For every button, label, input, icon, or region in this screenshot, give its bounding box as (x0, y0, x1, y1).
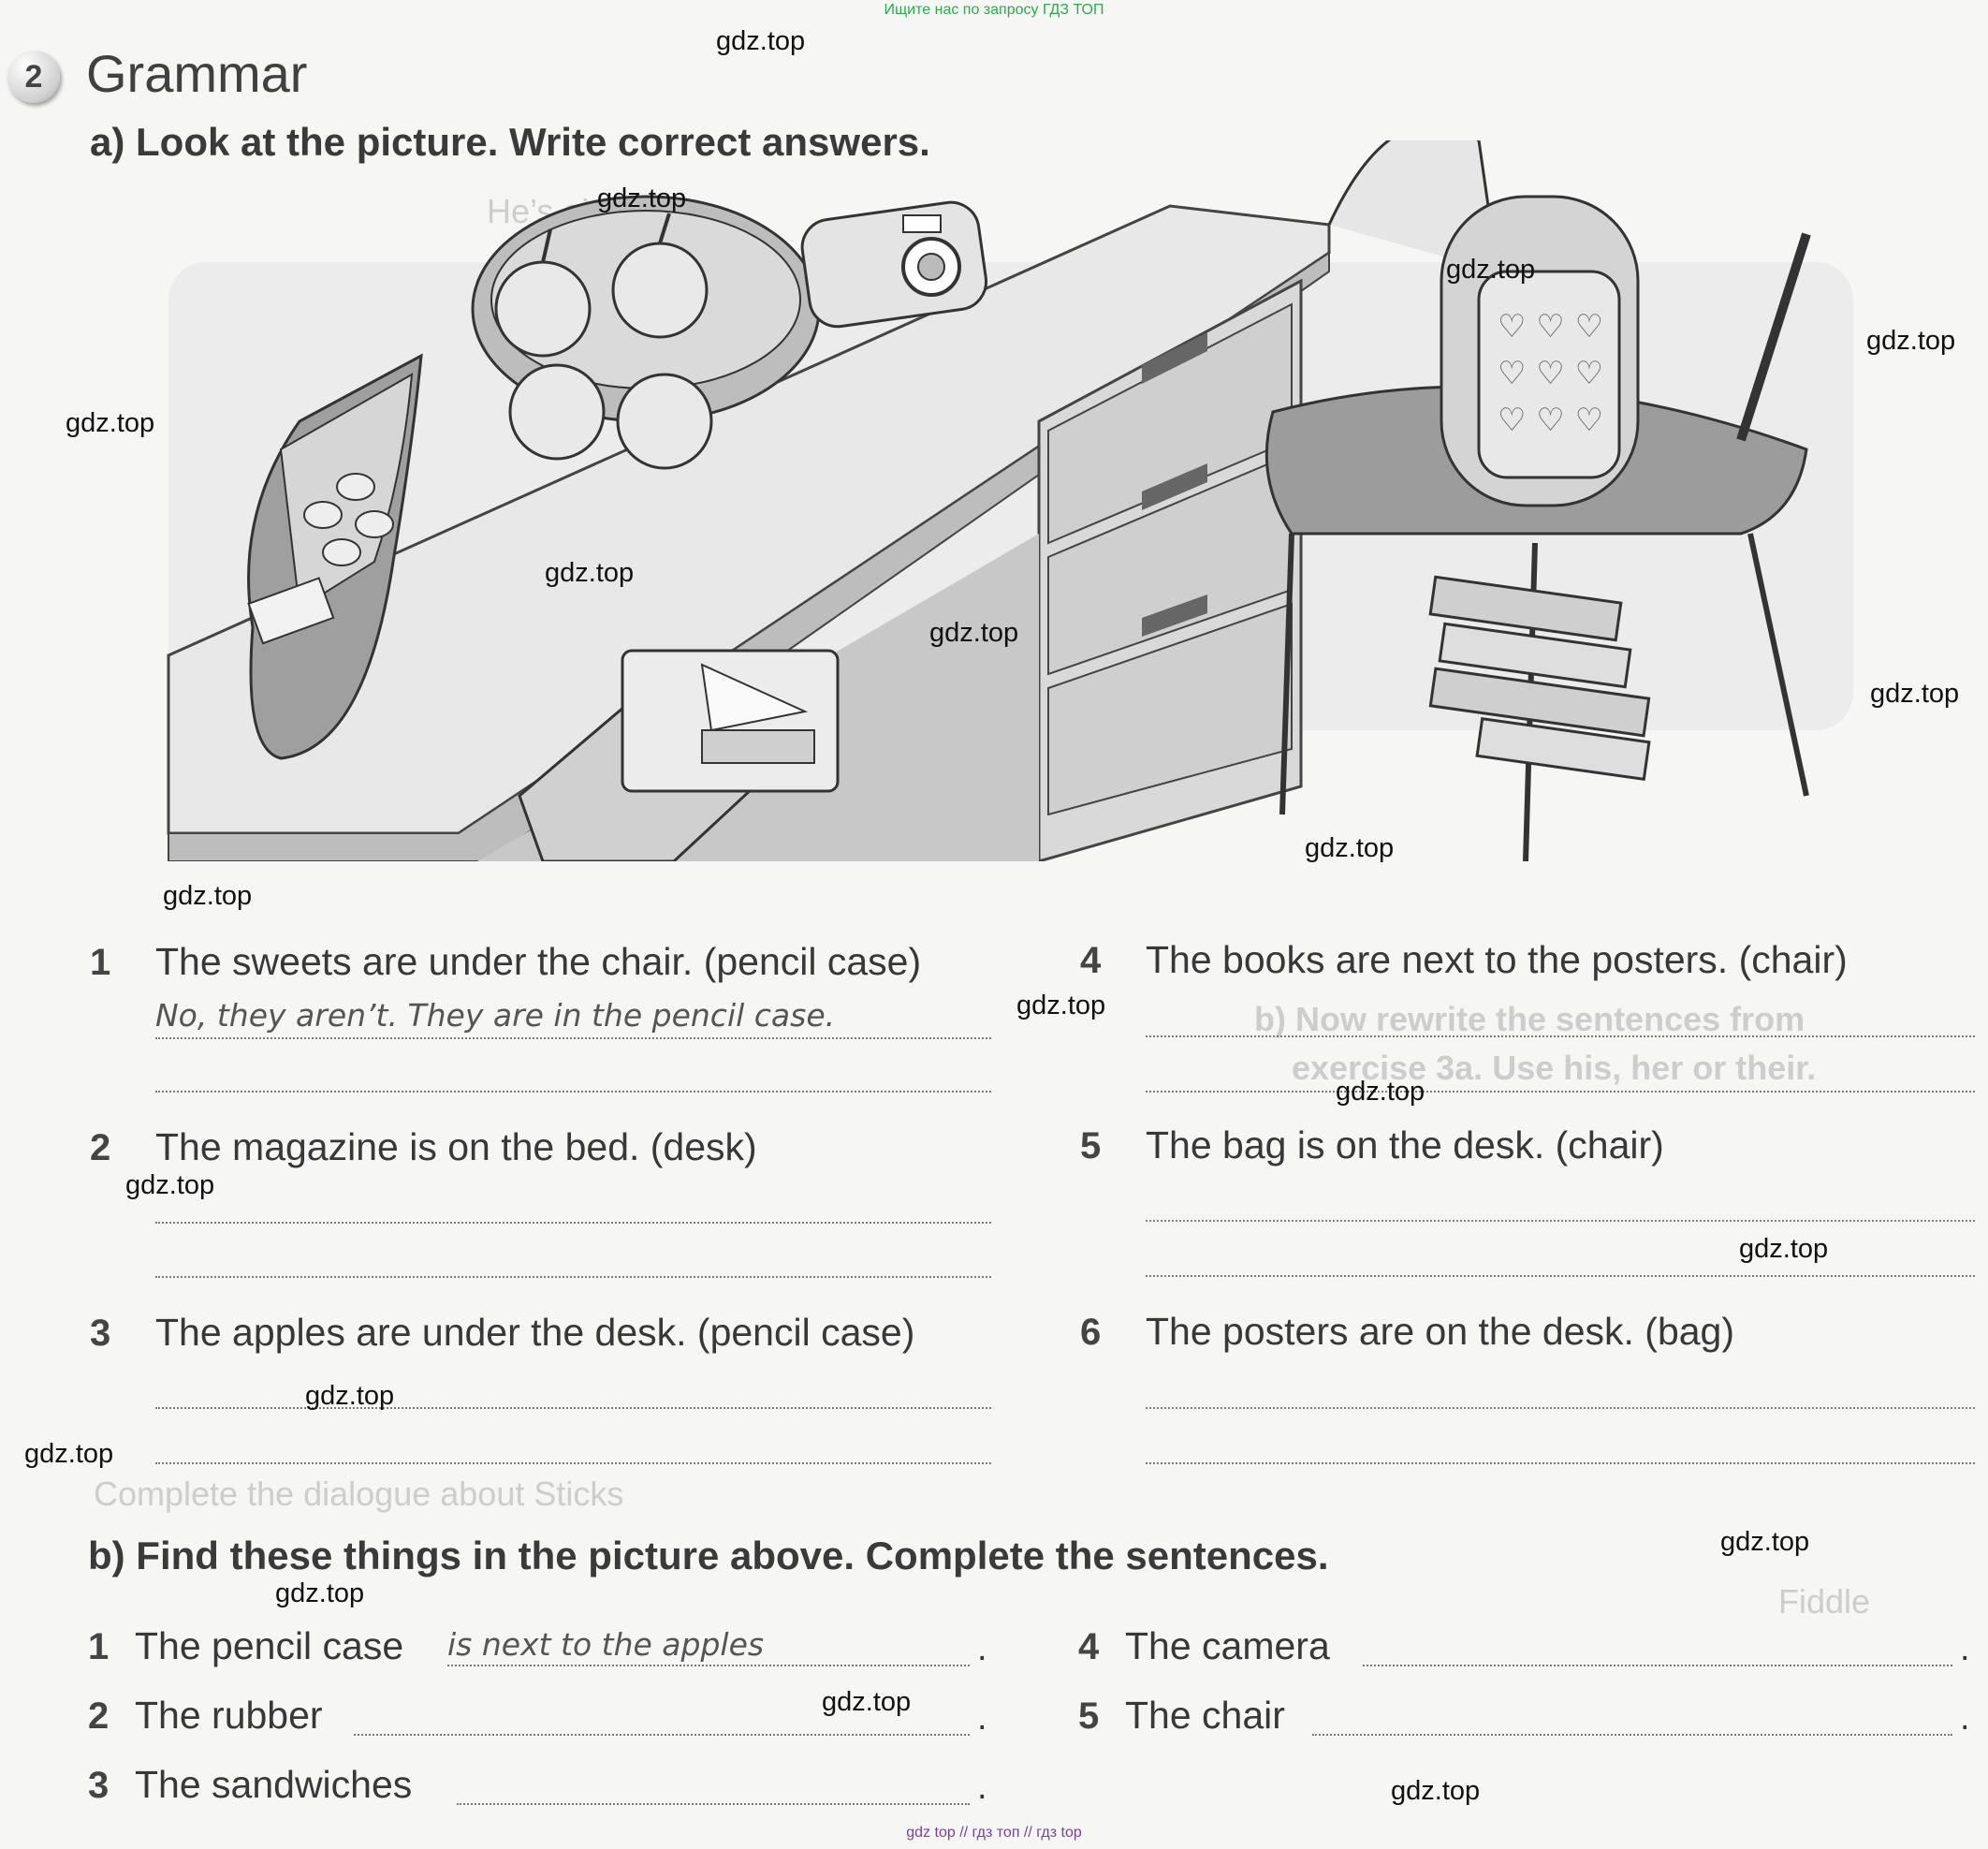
svg-text:♡ ♡ ♡: ♡ ♡ ♡ (1498, 308, 1603, 345)
answer-line-6a[interactable] (1146, 1407, 1975, 1409)
item-line-1[interactable] (447, 1665, 970, 1666)
watermark: gdz.top (1866, 326, 1956, 356)
watermark: gdz.top (125, 1170, 215, 1200)
camera (800, 200, 988, 329)
watermark: gdz.top (929, 618, 1019, 648)
question-text-4: The books are next to the posters. (chai… (1146, 938, 1848, 981)
part-a-heading: a) Look at the picture. Write correct an… (90, 120, 930, 164)
watermark: gdz.top (597, 183, 687, 213)
answer-line-5a[interactable] (1146, 1220, 1975, 1222)
question-text-3: The apples are under the desk. (pencil c… (155, 1311, 915, 1354)
answer-line-3b[interactable] (155, 1462, 991, 1464)
answer-line-2a[interactable] (155, 1222, 991, 1224)
top-banner[interactable]: Ищите нас по запросу ГДЗ ТОП (884, 2, 1104, 18)
answer-line-2b[interactable] (155, 1276, 991, 1278)
watermark: gdz.top (24, 1439, 114, 1469)
svg-text:♡ ♡ ♡: ♡ ♡ ♡ (1498, 402, 1603, 439)
item-text-3: The sandwiches (135, 1763, 413, 1806)
question-number-3: 3 (90, 1313, 111, 1354)
section-title: Grammar (86, 44, 308, 103)
watermark: gdz.top (545, 558, 635, 588)
answer-line-6b[interactable] (1146, 1462, 1975, 1464)
question-text-6: The posters are on the desk. (bag) (1146, 1310, 1735, 1353)
question-text-5: The bag is on the desk. (chair) (1146, 1123, 1664, 1167)
question-number-5: 5 (1080, 1125, 1102, 1167)
pencil-case-with-sweets (247, 353, 423, 760)
item-answer-1[interactable]: is next to the apples (447, 1626, 765, 1663)
sandwiches-and-magazine (518, 649, 840, 861)
watermark: gdz.top (1739, 1234, 1829, 1264)
item-period-4: . (1960, 1629, 1970, 1668)
item-line-4[interactable] (1363, 1665, 1952, 1666)
item-text-1: The pencil case (135, 1624, 404, 1667)
answer-line-4a[interactable] (1146, 1035, 1975, 1037)
item-text-5: The chair (1125, 1694, 1285, 1737)
item-line-2[interactable] (354, 1734, 970, 1736)
item-number-4: 4 (1078, 1626, 1100, 1667)
answer-line-1b[interactable] (155, 1091, 991, 1093)
ghost-text-2: b) Now rewrite the sentences from (1254, 1000, 1805, 1038)
watermark: gdz.top (822, 1687, 912, 1717)
watermark: gdz.top (1305, 833, 1395, 863)
item-period-2: . (977, 1698, 987, 1738)
item-text-4: The camera (1125, 1624, 1330, 1667)
svg-text:♡ ♡ ♡: ♡ ♡ ♡ (1498, 355, 1603, 392)
watermark: gdz.top (305, 1381, 395, 1411)
ghost-text-4: Complete the dialogue about Sticks (94, 1475, 624, 1513)
apple-bowl (471, 195, 821, 470)
exercise-number-badge: 2 (7, 51, 60, 103)
room-illustration: ♡ ♡ ♡ ♡ ♡ ♡ ♡ ♡ ♡ (167, 140, 1853, 861)
item-number-1: 1 (88, 1626, 110, 1667)
item-period-3: . (977, 1768, 987, 1807)
watermark: gdz.top (1016, 991, 1106, 1020)
question-number-6: 6 (1080, 1312, 1102, 1353)
chair-with-bag-and-books: ♡ ♡ ♡ ♡ ♡ ♡ ♡ ♡ ♡ (1264, 140, 1811, 861)
watermark: gdz.top (163, 881, 253, 911)
question-number-2: 2 (90, 1127, 111, 1168)
item-number-2: 2 (88, 1695, 110, 1737)
question-text-2: The magazine is on the bed. (desk) (155, 1125, 757, 1168)
answer-line-5b[interactable] (1146, 1275, 1975, 1277)
ghost-text-5: Fiddle (1778, 1582, 1871, 1621)
item-line-3[interactable] (457, 1803, 970, 1805)
watermark: gdz.top (716, 26, 806, 56)
ghost-text-3: exercise 3a. Use his, her or their. (1292, 1049, 1817, 1087)
watermark: gdz.top (1870, 679, 1960, 709)
question-text-1: The sweets are under the chair. (pencil … (155, 940, 922, 983)
bottom-banner[interactable]: gdz top // гдз топ // гдз top (906, 1825, 1082, 1841)
item-period-1: . (977, 1629, 987, 1668)
watermark: gdz.top (1336, 1077, 1425, 1107)
watermark: gdz.top (1391, 1776, 1481, 1806)
answer-line-1a[interactable] (155, 1037, 991, 1039)
item-number-3: 3 (88, 1765, 110, 1806)
item-number-5: 5 (1078, 1695, 1100, 1737)
answer-line-4b[interactable] (1146, 1091, 1975, 1093)
watermark: gdz.top (1720, 1527, 1810, 1557)
watermark: gdz.top (1446, 255, 1536, 285)
watermark: gdz.top (275, 1578, 365, 1608)
question-number-1: 1 (90, 942, 111, 983)
answer-line-3a[interactable] (155, 1407, 991, 1409)
part-b-heading: b) Find these things in the picture abov… (88, 1533, 1329, 1578)
item-period-5: . (1960, 1698, 1970, 1738)
question-number-4: 4 (1080, 940, 1102, 981)
item-line-5[interactable] (1312, 1734, 1952, 1736)
watermark: gdz.top (66, 408, 155, 438)
item-text-2: The rubber (135, 1694, 323, 1737)
answer-text-1[interactable]: No, they aren’t. They are in the pencil … (155, 997, 836, 1034)
